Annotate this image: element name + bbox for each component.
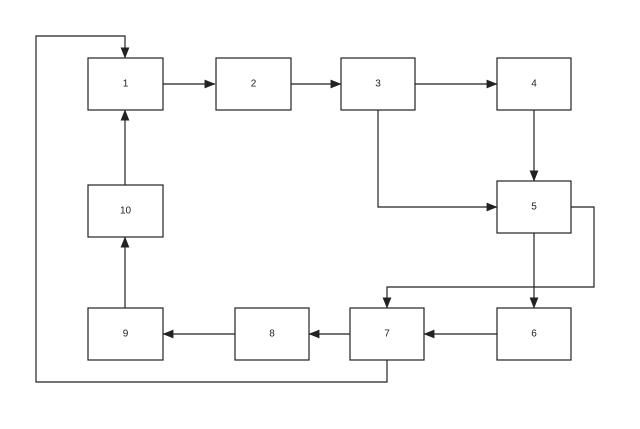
node-3: 3 <box>340 57 416 111</box>
node-7: 7 <box>349 307 425 361</box>
node-10: 10 <box>87 184 164 238</box>
node-label: 2 <box>251 79 257 90</box>
node-label: 4 <box>531 79 537 90</box>
node-label: 5 <box>531 202 537 213</box>
edge-5-to-7 <box>382 206 595 309</box>
node-4: 4 <box>496 57 572 111</box>
node-label: 8 <box>269 329 275 340</box>
edge-3-to-5 <box>377 110 498 212</box>
node-9: 9 <box>87 307 164 361</box>
node-1: 1 <box>87 57 164 111</box>
nodes: 1 2 3 4 5 6 7 8 <box>87 57 572 361</box>
node-2: 2 <box>215 57 292 111</box>
edges <box>35 35 595 383</box>
edge-7-to-1-loop <box>35 35 388 383</box>
node-label: 9 <box>123 329 129 340</box>
node-label: 10 <box>120 206 132 217</box>
node-label: 6 <box>531 329 537 340</box>
node-6: 6 <box>496 307 572 361</box>
node-label: 7 <box>384 329 390 340</box>
node-8: 8 <box>234 307 310 361</box>
node-label: 3 <box>375 79 381 90</box>
node-5: 5 <box>496 180 572 234</box>
node-label: 1 <box>123 79 129 90</box>
